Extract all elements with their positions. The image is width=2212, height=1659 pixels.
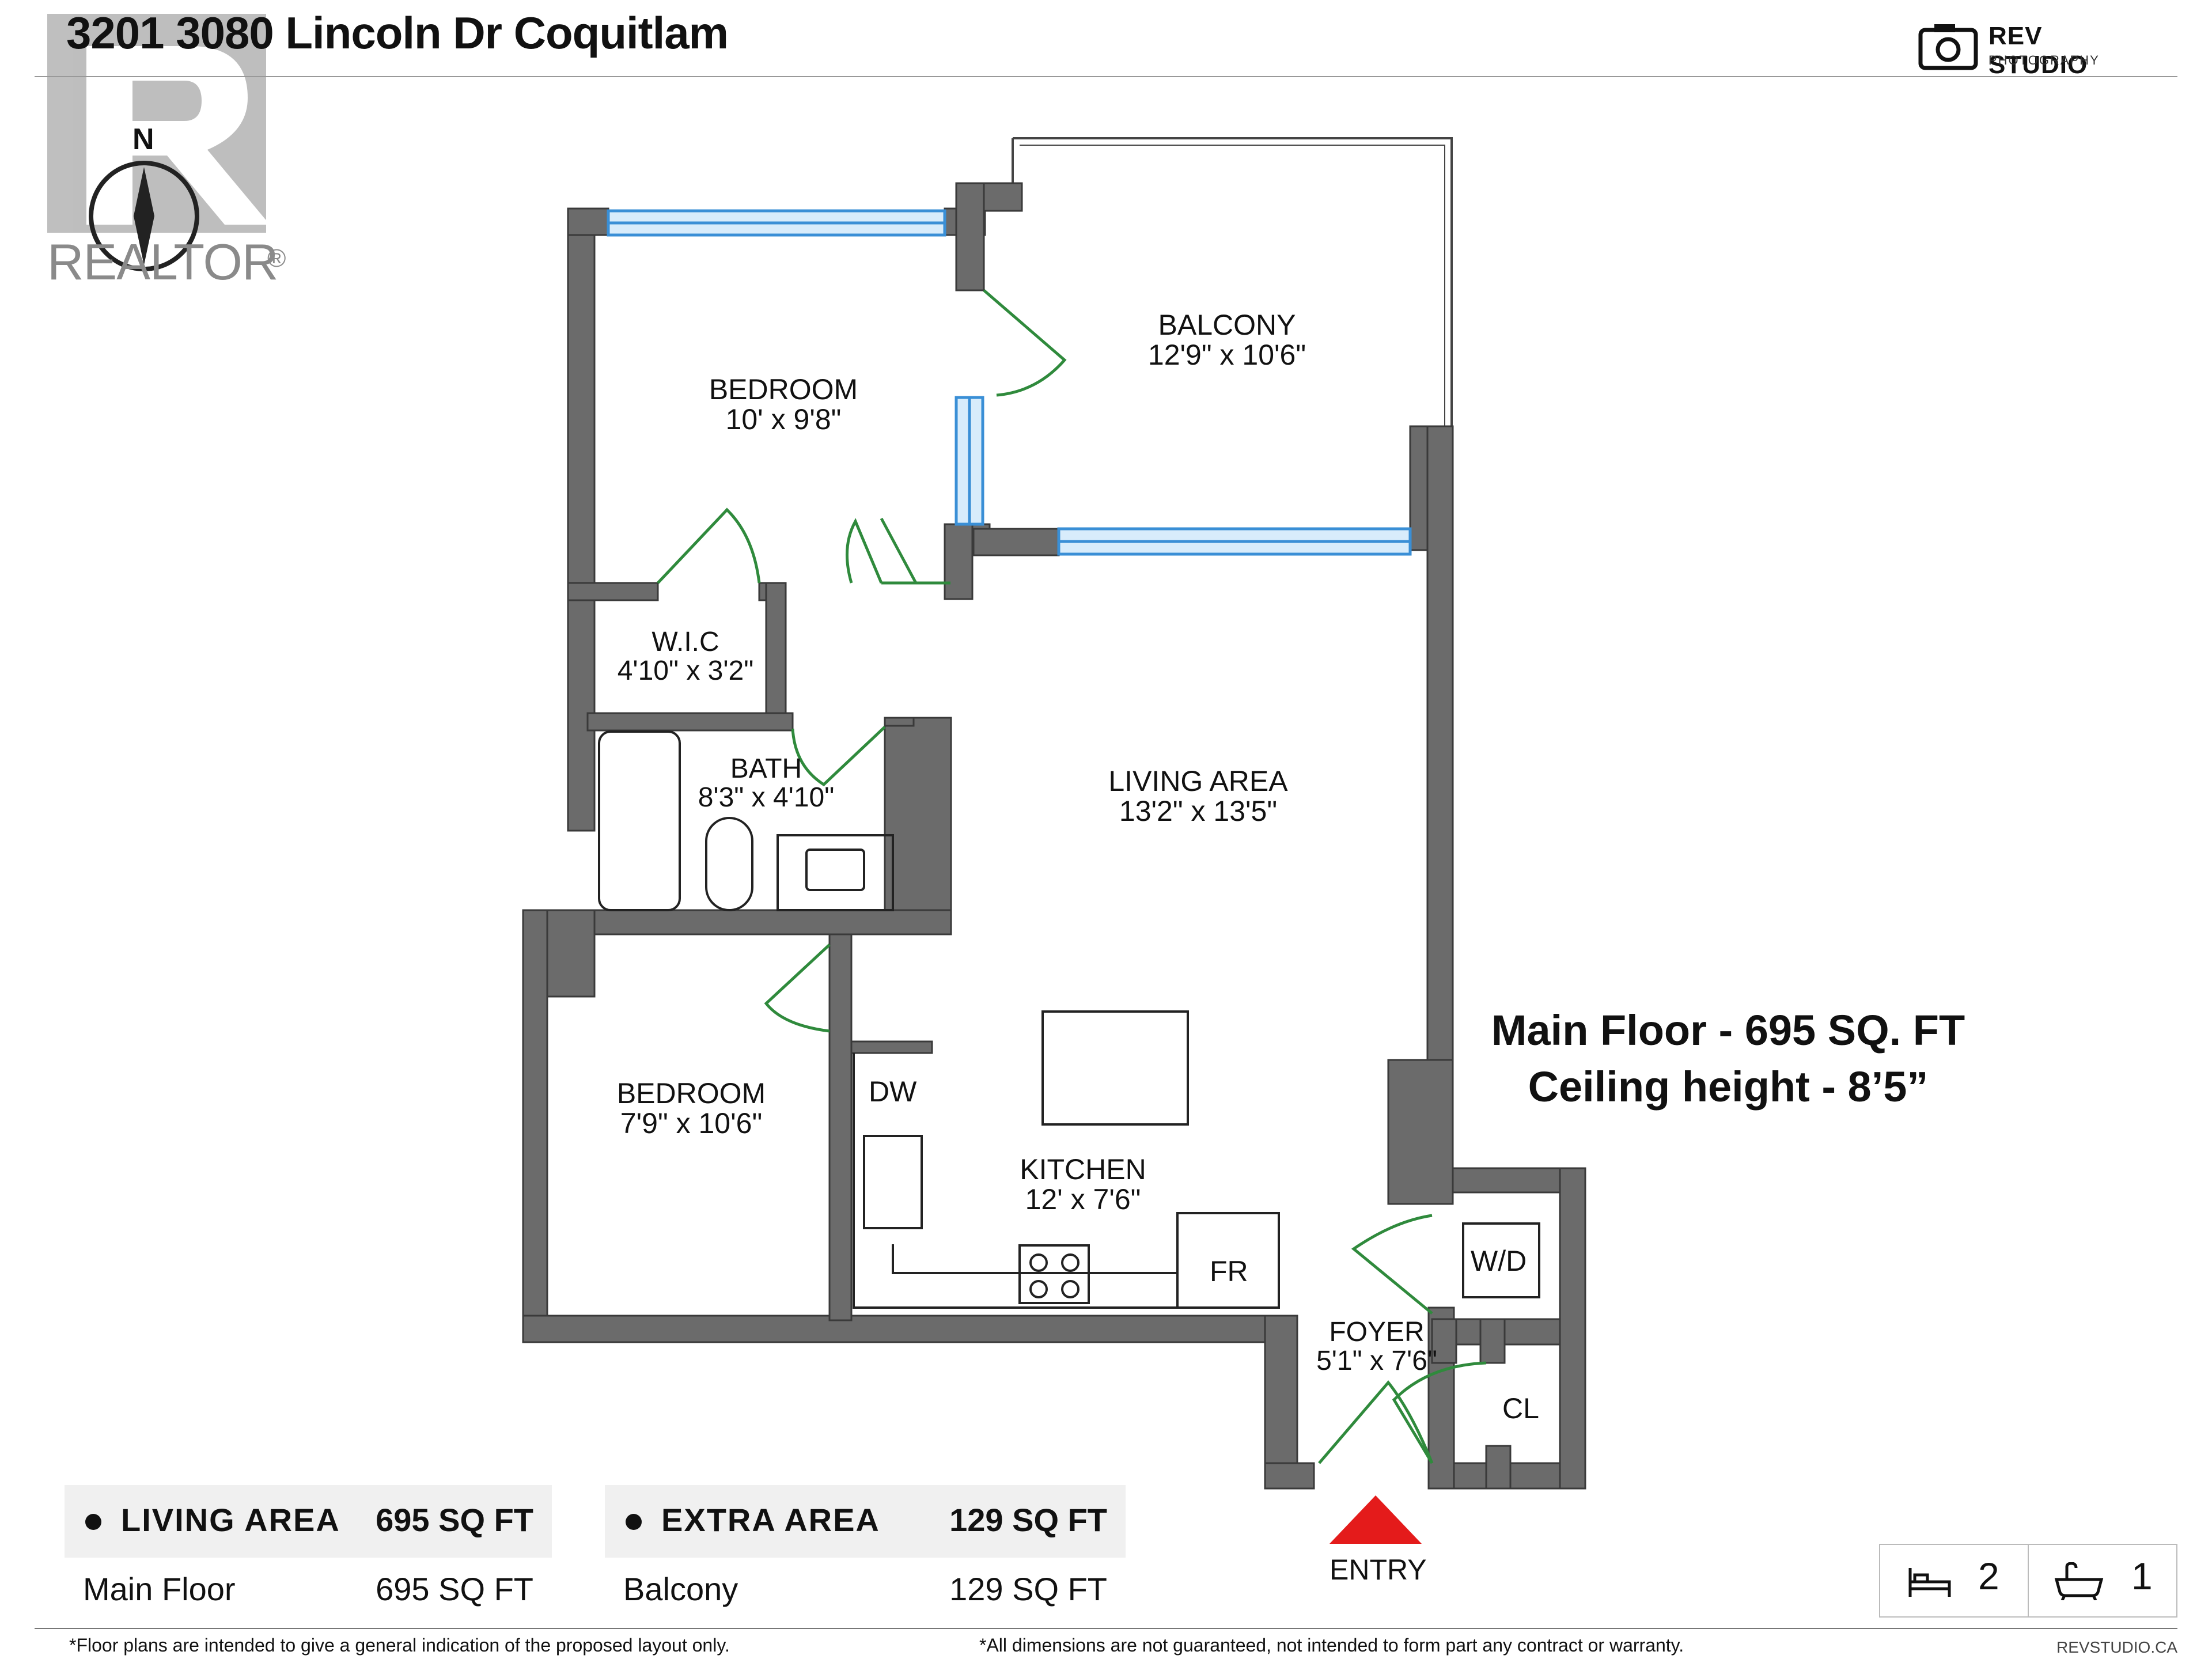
extra-area-label: EXTRA AREA	[661, 1502, 880, 1538]
room-label-living-area: LIVING AREA 13'2" x 13'5"	[1054, 766, 1342, 826]
room-counts: 2 1	[1879, 1544, 2177, 1618]
brand-name: REV STUDIO	[1988, 22, 2088, 79]
compass-icon	[89, 161, 199, 271]
row-label: Main Floor	[83, 1571, 236, 1607]
extra-area-table: EXTRA AREA 129 SQ FT Balcony 129 SQ FT	[605, 1485, 1126, 1612]
compass-north-label: N	[132, 123, 154, 156]
floor-area-text: Main Floor - 695 SQ. FT	[1491, 1006, 1965, 1054]
room-size: 7'9" x 10'6"	[620, 1107, 763, 1139]
room-name: LIVING AREA	[1108, 765, 1288, 797]
entry-label: ENTRY	[1330, 1554, 1427, 1586]
kitchen-sink-icon	[863, 1135, 923, 1229]
realtor-logo	[47, 14, 271, 233]
walls	[522, 182, 1586, 1490]
living-area-total: 695 SQ FT	[376, 1502, 533, 1538]
closet-label: CL	[1502, 1392, 1539, 1425]
counts-divider	[2028, 1545, 2029, 1616]
room-size: 13'2" x 13'5"	[1119, 795, 1278, 827]
room-name: BEDROOM	[709, 373, 858, 406]
camera-icon	[1918, 24, 1978, 70]
room-label-balcony: BALCONY 12'9" x 10'6"	[1094, 310, 1359, 370]
ceiling-height-text: Ceiling height - 8’5”	[1528, 1063, 1929, 1111]
living-area-table: LIVING AREA 695 SQ FT Main Floor 695 SQ …	[65, 1485, 552, 1612]
room-label-foyer: FOYER 5'1" x 7'6"	[1290, 1318, 1463, 1376]
cooktop-icon	[1018, 1244, 1090, 1304]
registered-mark: ®	[267, 244, 286, 272]
floor-summary: Main Floor - 695 SQ. FT Ceiling height -…	[1469, 1002, 1987, 1115]
extra-area-row: Balcony 129 SQ FT	[605, 1570, 1126, 1611]
doors	[657, 289, 1487, 1464]
fixtures	[598, 730, 1540, 1309]
bedroom-count: 2	[1978, 1555, 1999, 1597]
sink-icon	[777, 834, 894, 911]
living-area-row: Main Floor 695 SQ FT	[65, 1570, 552, 1611]
bullet-icon	[85, 1514, 101, 1530]
header-divider	[35, 76, 2177, 77]
footer-divider	[35, 1628, 2177, 1629]
row-value: 695 SQ FT	[376, 1571, 533, 1607]
room-name: FOYER	[1329, 1317, 1425, 1347]
footer-site: REVSTUDIO.CA	[2056, 1638, 2177, 1656]
living-area-label: LIVING AREA	[121, 1502, 340, 1538]
washer-dryer-label: W/D	[1471, 1245, 1527, 1277]
brand-logo: REV STUDIO PHOTOGRAPHY	[1918, 22, 2126, 79]
room-size: 8'3" x 4'10"	[698, 782, 835, 813]
room-name: BALCONY	[1158, 309, 1296, 341]
bathtub-count-icon	[2054, 1562, 2104, 1600]
room-name: KITCHEN	[1020, 1153, 1146, 1185]
room-size: 12'9" x 10'6"	[1147, 339, 1306, 371]
page-title: 3201 3080 Lincoln Dr Coquitlam	[66, 7, 729, 58]
room-label-kitchen: KITCHEN 12' x 7'6"	[968, 1154, 1198, 1214]
row-label: Balcony	[623, 1571, 738, 1607]
room-name: BATH	[730, 753, 802, 784]
disclaimer-right: *All dimensions are not guaranteed, not …	[979, 1635, 1684, 1656]
fridge-label: FR	[1210, 1255, 1248, 1287]
kitchen-island	[1041, 1010, 1189, 1126]
bathtub-icon	[598, 730, 681, 911]
bed-icon	[1908, 1568, 1951, 1597]
brand-subtitle: PHOTOGRAPHY	[1988, 53, 2100, 67]
room-name: BEDROOM	[616, 1077, 766, 1109]
extra-area-total: 129 SQ FT	[949, 1502, 1107, 1538]
disclaimer-left: *Floor plans are intended to give a gene…	[69, 1635, 730, 1656]
balcony-outline	[1012, 137, 1453, 429]
entry-arrow-icon	[1330, 1495, 1422, 1544]
room-label-bedroom-2: BEDROOM 7'9" x 10'6"	[576, 1078, 806, 1138]
row-value: 129 SQ FT	[949, 1571, 1107, 1607]
toilet-icon	[705, 817, 753, 911]
room-size: 12' x 7'6"	[1025, 1183, 1141, 1215]
room-label-wic: W.I.C 4'10" x 3'2"	[599, 628, 772, 685]
bathroom-count: 1	[2131, 1555, 2153, 1597]
bullet-icon	[626, 1514, 642, 1530]
washer-dryer-icon	[1462, 1222, 1540, 1298]
room-name: W.I.C	[652, 627, 719, 657]
dishwasher-label: DW	[869, 1075, 917, 1108]
windows	[607, 209, 1412, 556]
room-size: 4'10" x 3'2"	[617, 656, 754, 686]
room-size: 10' x 9'8"	[725, 403, 842, 435]
realtor-watermark: REALTOR ®	[47, 14, 289, 290]
room-size: 5'1" x 7'6"	[1316, 1346, 1437, 1376]
living-area-header: LIVING AREA 695 SQ FT	[65, 1485, 552, 1558]
realtor-wordmark: REALTOR	[47, 233, 279, 290]
room-label-bedroom-1: BEDROOM 10' x 9'8"	[651, 374, 916, 434]
room-label-bath: BATH 8'3" x 4'10"	[680, 755, 853, 812]
extra-area-header: EXTRA AREA 129 SQ FT	[605, 1485, 1126, 1558]
